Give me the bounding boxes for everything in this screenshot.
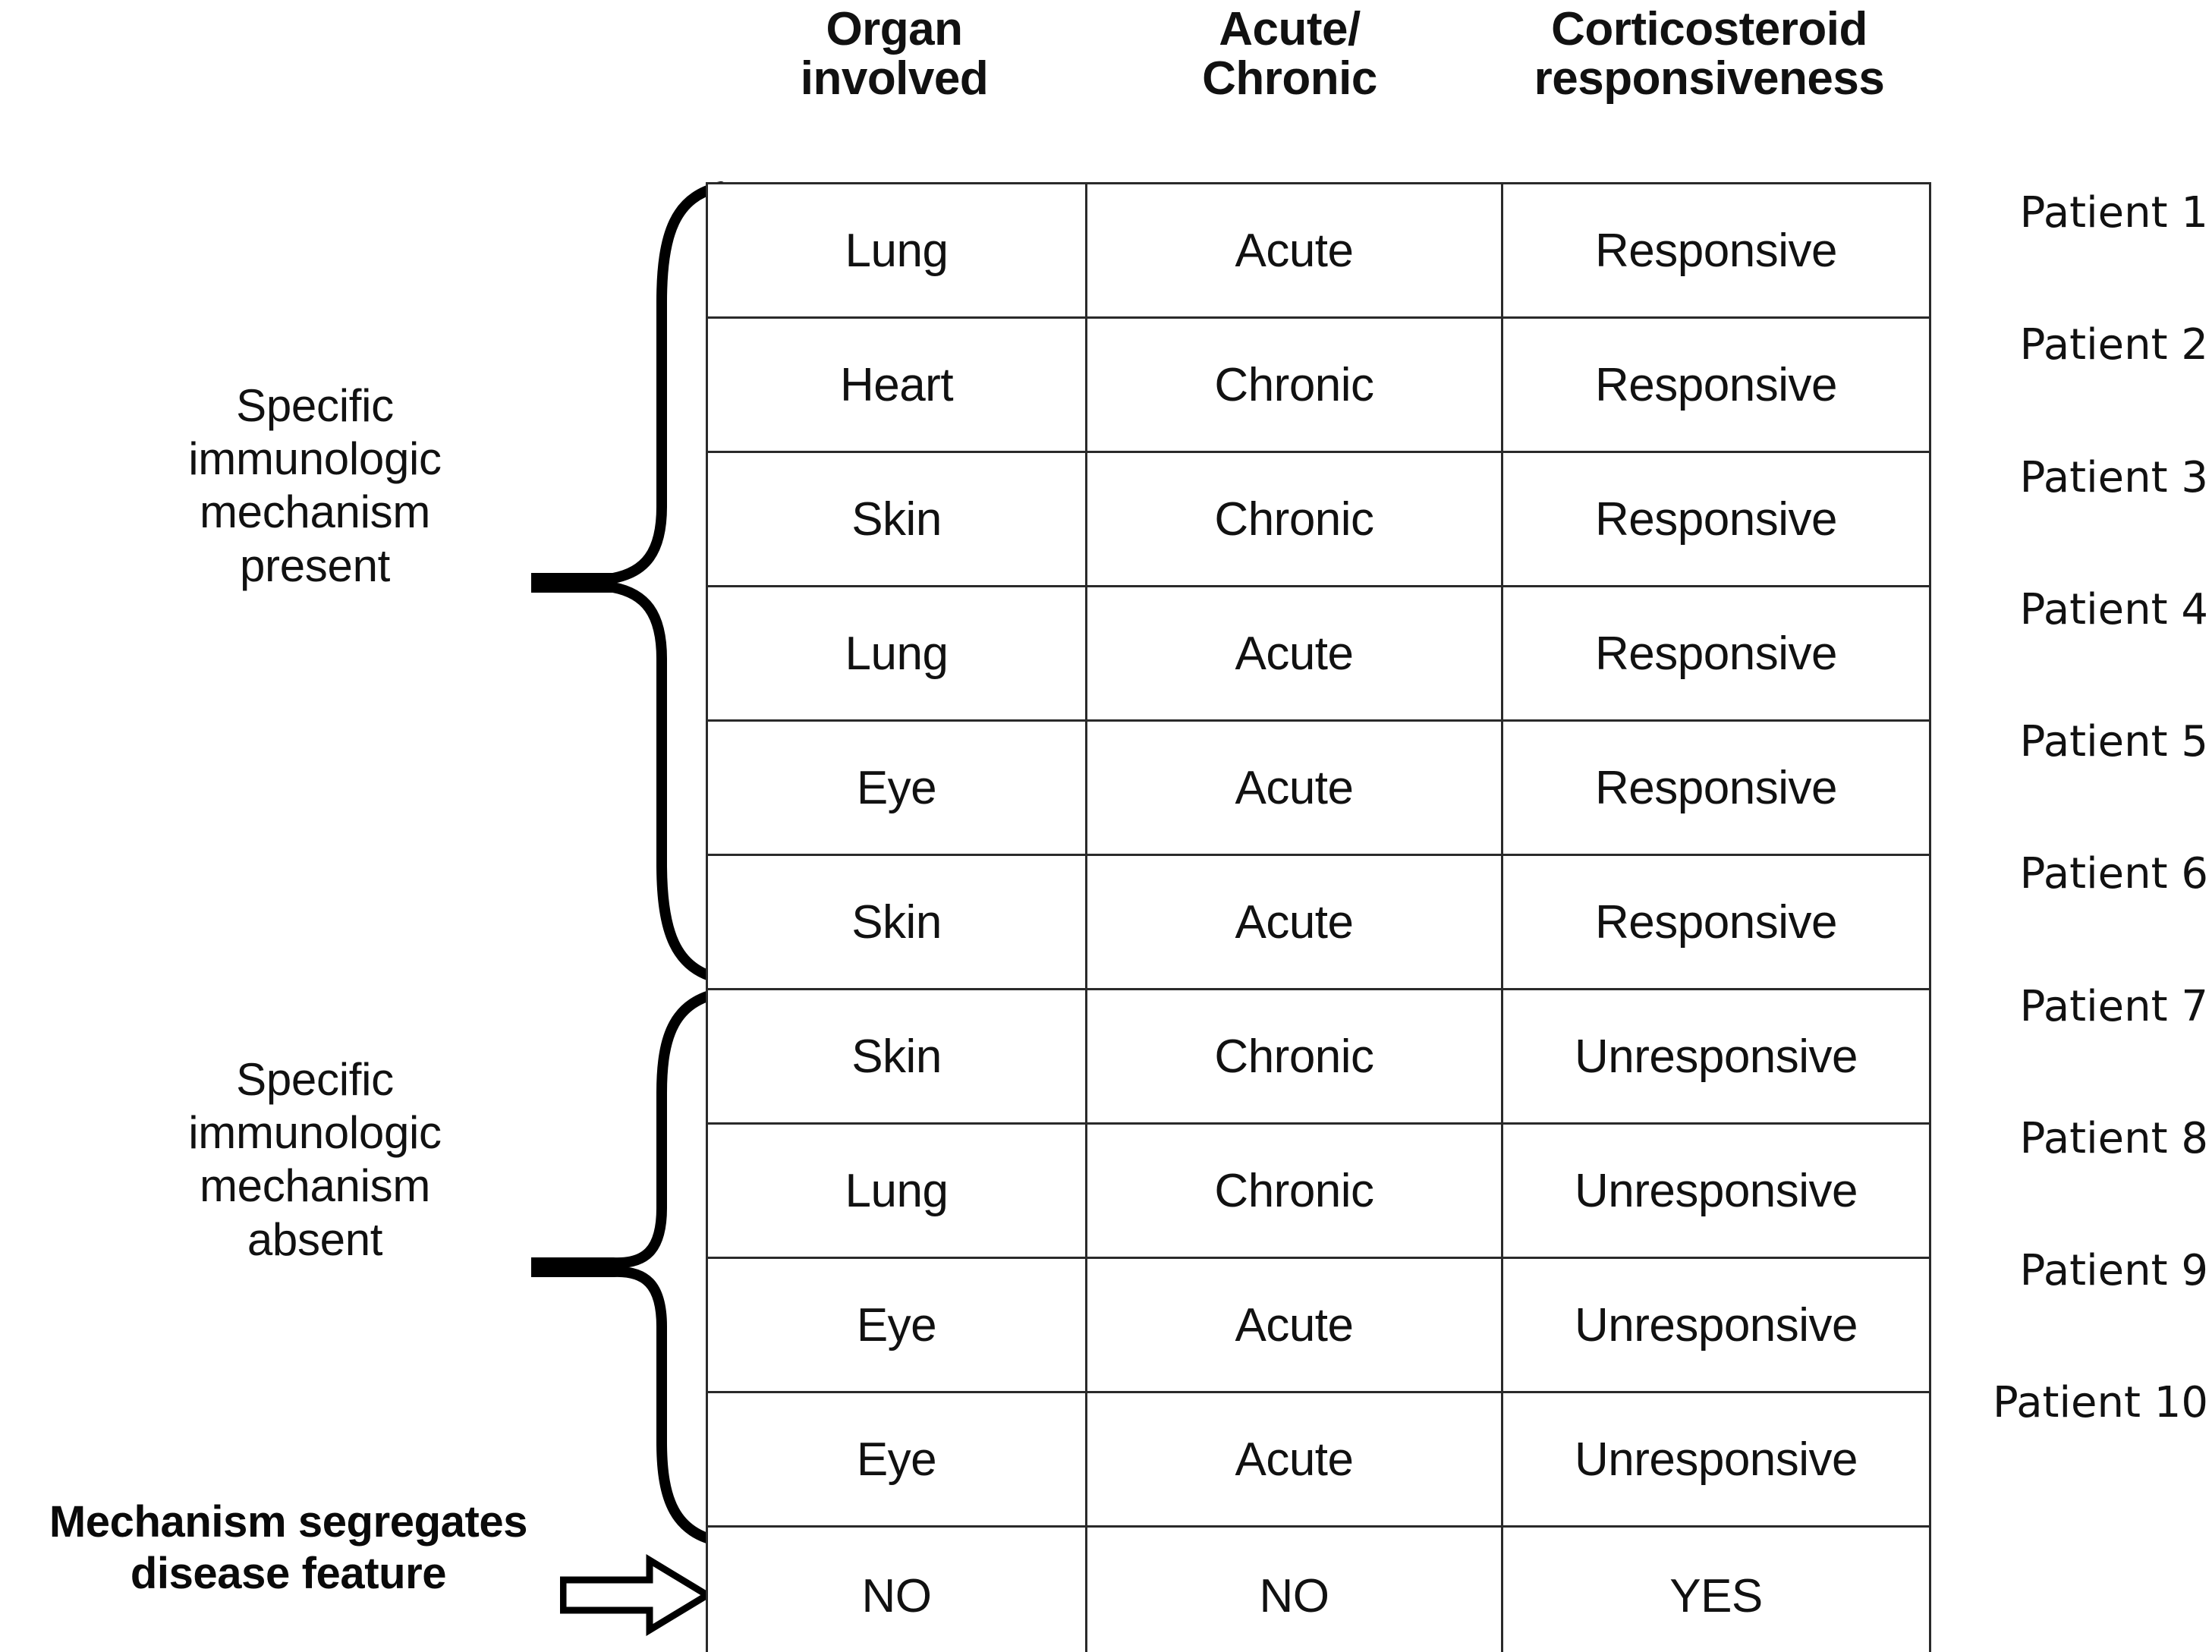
cell-organ: Heart xyxy=(706,316,1087,453)
cell-corticosteroid: Unresponsive xyxy=(1501,1257,1931,1393)
cell-acute-chronic: Acute xyxy=(1085,182,1503,319)
column-header-acute-chronic: Acute/ Chronic xyxy=(1202,3,1377,105)
cell-acute-chronic: Chronic xyxy=(1085,1122,1503,1259)
patient-feature-table: Lung Acute Responsive Heart Chronic Resp… xyxy=(706,182,1931,1652)
cell-organ: Lung xyxy=(706,1122,1087,1259)
cell-corticosteroid: Responsive xyxy=(1501,585,1931,722)
table-row[interactable]: Skin Chronic Responsive xyxy=(706,451,1931,587)
table-row[interactable]: Heart Chronic Responsive xyxy=(706,316,1931,453)
patient-label-list: Patient 1 Patient 2 Patient 3 Patient 4 … xyxy=(1931,0,2212,1652)
patient-label: Patient 9 xyxy=(2019,1246,2208,1295)
patient-label: Patient 2 xyxy=(2019,320,2208,370)
patient-label: Patient 1 xyxy=(2019,188,2208,238)
cell-acute-chronic: Chronic xyxy=(1085,451,1503,587)
cell-corticosteroid: Responsive xyxy=(1501,719,1931,856)
cell-organ: Lung xyxy=(706,585,1087,722)
cell-corticosteroid: Responsive xyxy=(1501,316,1931,453)
cell-acute-chronic: Acute xyxy=(1085,585,1503,722)
cell-acute-chronic: Chronic xyxy=(1085,988,1503,1125)
table-row[interactable]: Eye Acute Responsive xyxy=(706,719,1931,856)
cell-organ: Eye xyxy=(706,1391,1087,1528)
group-label-mechanism-segregates: Mechanism segregates disease feature xyxy=(49,1497,528,1598)
curly-brace-icon xyxy=(531,181,726,984)
cell-summary-acute-chronic: NO xyxy=(1085,1525,1503,1652)
curly-brace-icon xyxy=(531,987,726,1547)
patient-label: Patient 5 xyxy=(2019,717,2208,766)
column-header-organ-involved: Organ involved xyxy=(800,3,989,105)
right-arrow-icon xyxy=(560,1554,712,1636)
group-label-mechanism-present: Specific immunologic mechanism present xyxy=(188,380,442,591)
patient-label: Patient 3 xyxy=(2019,453,2208,502)
cell-corticosteroid: Responsive xyxy=(1501,451,1931,587)
column-header-corticosteroid-responsiveness: Corticosteroid responsiveness xyxy=(1534,3,1885,105)
group-label-mechanism-absent: Specific immunologic mechanism absent xyxy=(188,1054,442,1265)
cell-summary-organ: NO xyxy=(706,1525,1087,1652)
table-body: Lung Acute Responsive Heart Chronic Resp… xyxy=(706,182,1931,1652)
cell-acute-chronic: Chronic xyxy=(1085,316,1503,453)
patient-label: Patient 4 xyxy=(2019,585,2208,634)
table-row[interactable]: Eye Acute Unresponsive xyxy=(706,1257,1931,1393)
table-row[interactable]: Skin Acute Responsive xyxy=(706,854,1931,990)
patient-label: Patient 6 xyxy=(2019,849,2208,898)
table-row-summary[interactable]: NO NO YES xyxy=(706,1525,1931,1652)
cell-corticosteroid: Unresponsive xyxy=(1501,988,1931,1125)
cell-organ: Skin xyxy=(706,451,1087,587)
patient-label: Patient 10 xyxy=(1992,1378,2208,1427)
cell-corticosteroid: Responsive xyxy=(1501,854,1931,990)
table-row[interactable]: Skin Chronic Unresponsive xyxy=(706,988,1931,1125)
cell-corticosteroid: Unresponsive xyxy=(1501,1391,1931,1528)
cell-corticosteroid: Responsive xyxy=(1501,182,1931,319)
cell-organ: Eye xyxy=(706,1257,1087,1393)
cell-summary-corticosteroid: YES xyxy=(1501,1525,1931,1652)
cell-acute-chronic: Acute xyxy=(1085,719,1503,856)
cell-organ: Skin xyxy=(706,988,1087,1125)
cell-organ: Eye xyxy=(706,719,1087,856)
cell-organ: Lung xyxy=(706,182,1087,319)
cell-acute-chronic: Acute xyxy=(1085,854,1503,990)
patient-label: Patient 7 xyxy=(2019,982,2208,1031)
patient-label: Patient 8 xyxy=(2019,1114,2208,1163)
table-row[interactable]: Lung Acute Responsive xyxy=(706,182,1931,319)
table-row[interactable]: Eye Acute Unresponsive xyxy=(706,1391,1931,1528)
table-row[interactable]: Lung Chronic Unresponsive xyxy=(706,1122,1931,1259)
cell-acute-chronic: Acute xyxy=(1085,1391,1503,1528)
cell-acute-chronic: Acute xyxy=(1085,1257,1503,1393)
table-row[interactable]: Lung Acute Responsive xyxy=(706,585,1931,722)
cell-corticosteroid: Unresponsive xyxy=(1501,1122,1931,1259)
cell-organ: Skin xyxy=(706,854,1087,990)
